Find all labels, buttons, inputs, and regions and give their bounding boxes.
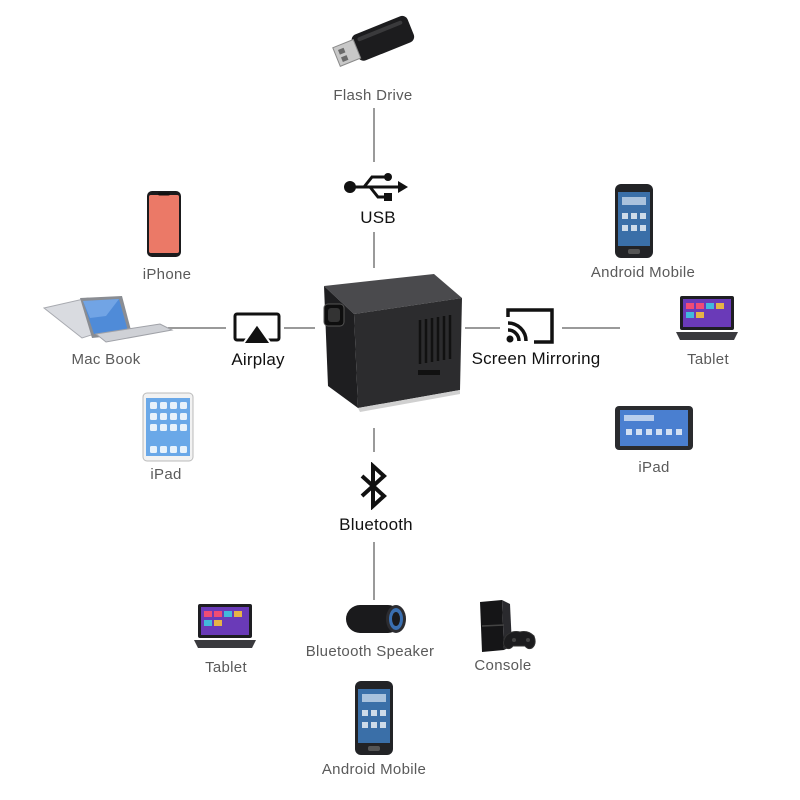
- cast-icon: [506, 308, 554, 344]
- usb-label: USB: [360, 208, 396, 227]
- ipad-right-label: iPad: [638, 459, 670, 476]
- ipad-left-label: iPad: [150, 466, 182, 483]
- tablet-laptop-icon: [676, 296, 738, 340]
- airplay-icon: [233, 312, 281, 345]
- tablet-bottom-label: Tablet: [205, 659, 247, 676]
- bluetooth-speaker-icon: [346, 605, 406, 633]
- android-tablet-icon: [615, 406, 693, 450]
- bluetooth-icon: [360, 462, 387, 510]
- iphone-icon: [147, 191, 181, 257]
- android-phone-icon: [615, 184, 653, 258]
- projector-icon: [323, 274, 462, 412]
- speaker-label: Bluetooth Speaker: [305, 643, 435, 660]
- android-bottom-label: Android Mobile: [321, 761, 427, 778]
- tablet-laptop-icon: [194, 604, 256, 648]
- tablet-right-label: Tablet: [687, 351, 729, 368]
- flash-drive-label: Flash Drive: [333, 87, 413, 104]
- airplay-label: Airplay: [231, 350, 285, 369]
- console-icon: [480, 600, 536, 652]
- screen-mirroring-label: Screen Mirroring: [471, 349, 601, 368]
- macbook-label: Mac Book: [71, 351, 141, 368]
- usb-icon: [344, 173, 408, 201]
- console-label: Console: [474, 657, 532, 674]
- ipad-icon: [142, 392, 194, 462]
- macbook-icon: [42, 296, 174, 343]
- iphone-label: iPhone: [142, 266, 192, 283]
- android-top-label: Android Mobile: [590, 264, 696, 281]
- bluetooth-label: Bluetooth: [339, 515, 413, 534]
- android-phone-icon: [355, 681, 393, 755]
- flash-drive-icon: [332, 15, 415, 67]
